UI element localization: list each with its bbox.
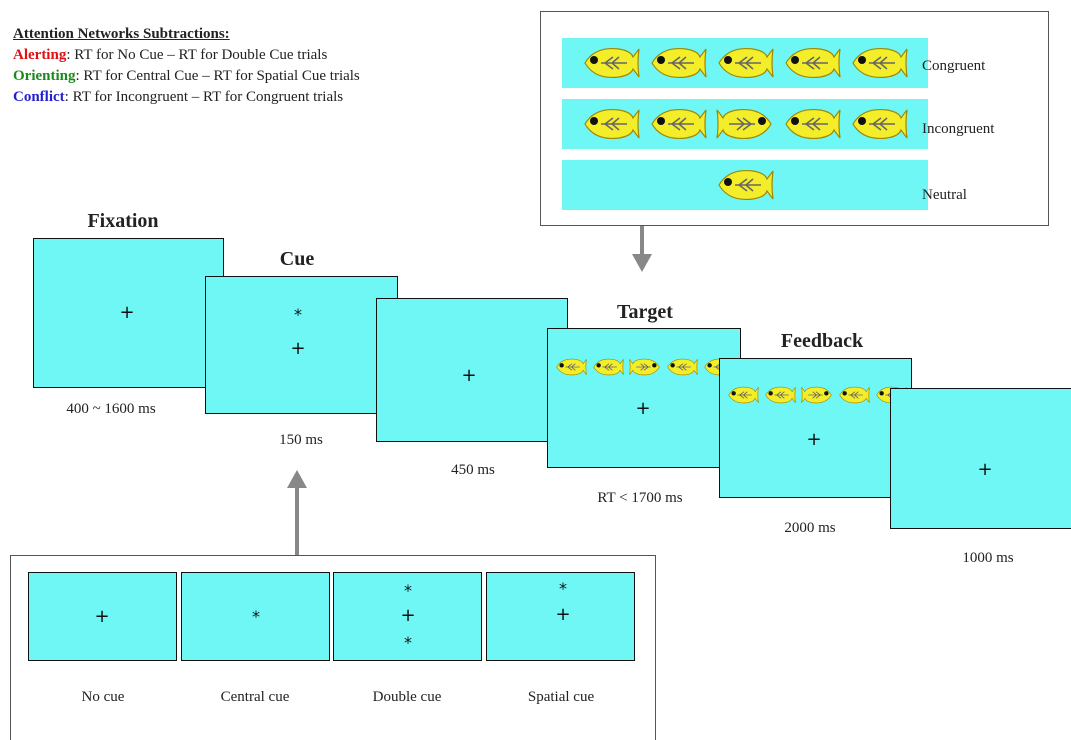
target-screen: + xyxy=(547,328,741,468)
final-screen: + xyxy=(890,388,1071,529)
feedback-title: Feedback xyxy=(780,330,864,352)
interval-cross: + xyxy=(461,365,477,386)
conflict-keyword: Conflict xyxy=(13,89,65,105)
double-cue-cross: + xyxy=(400,605,416,626)
feedback-fish-2 xyxy=(765,386,796,404)
spatial-cue-cross: + xyxy=(555,604,571,625)
neutral-label: Neutral xyxy=(922,187,967,203)
incongruent-fish-3 xyxy=(716,108,772,140)
double-cue-top-asterisk: * xyxy=(404,581,412,600)
central-cue-asterisk: * xyxy=(252,607,260,626)
legend-heading: Attention Networks Subtractions: xyxy=(13,26,230,42)
legend-line-orienting: Orienting: RT for Central Cue – RT for S… xyxy=(13,66,360,87)
target-fish-4 xyxy=(667,358,698,376)
target-cross: + xyxy=(635,398,651,419)
cue-duration: 150 ms xyxy=(279,432,323,448)
congruent-fish-1 xyxy=(584,47,640,79)
incongruent-fish-2 xyxy=(651,108,707,140)
alerting-keyword: Alerting xyxy=(13,47,67,63)
cue-screen: * + xyxy=(205,276,398,414)
conflict-text: : RT for Incongruent – RT for Congruent … xyxy=(64,89,344,105)
spatial-cue-label: Spatial cue xyxy=(527,689,595,705)
incongruent-fish-5 xyxy=(852,108,908,140)
no-cue-cross: + xyxy=(94,606,110,627)
orienting-keyword: Orienting xyxy=(13,68,76,84)
flanker-panel: Congruent Incongruent Neutral xyxy=(540,11,1049,226)
double-cue-screen: * + * xyxy=(333,572,482,661)
no-cue-screen: + xyxy=(28,572,177,661)
neutral-fish-1 xyxy=(718,169,774,201)
double-cue-label: Double cue xyxy=(372,689,442,705)
feedback-fish-4 xyxy=(839,386,870,404)
feedback-duration: 2000 ms xyxy=(784,520,836,536)
fixation-title: Fixation xyxy=(87,210,159,232)
central-cue-screen: * xyxy=(181,572,330,661)
feedback-screen: + xyxy=(719,358,912,498)
central-cue-label: Central cue xyxy=(220,689,290,705)
fixation-screen: + xyxy=(33,238,224,388)
feedback-cross: + xyxy=(806,429,822,450)
cue-title: Cue xyxy=(279,248,315,270)
double-cue-bottom-asterisk: * xyxy=(404,633,412,652)
congruent-label: Congruent xyxy=(922,58,986,74)
feedback-fish-3 xyxy=(801,386,832,404)
final-cross: + xyxy=(977,459,993,480)
no-cue-label: No cue xyxy=(81,689,125,705)
target-duration: RT < 1700 ms xyxy=(597,490,683,506)
target-title: Target xyxy=(617,301,673,323)
final-duration: 1000 ms xyxy=(962,550,1014,566)
flanker-arrow xyxy=(632,226,652,272)
interval-screen: + xyxy=(376,298,568,442)
interval-duration: 450 ms xyxy=(451,462,495,478)
incongruent-fish-4 xyxy=(785,108,841,140)
cue-types-panel: + * * + * * + No cue Central cue Double … xyxy=(10,555,656,740)
orienting-text: : RT for Central Cue – RT for Spatial Cu… xyxy=(75,68,360,84)
target-fish-3 xyxy=(629,358,660,376)
congruent-fish-2 xyxy=(651,47,707,79)
fixation-duration: 400 ~ 1600 ms xyxy=(66,401,156,417)
cue-asterisk: * xyxy=(294,305,302,324)
target-fish-1 xyxy=(556,358,587,376)
cue-cross: + xyxy=(290,338,306,359)
spatial-cue-asterisk: * xyxy=(559,579,567,598)
congruent-fish-4 xyxy=(785,47,841,79)
congruent-fish-5 xyxy=(852,47,908,79)
congruent-fish-3 xyxy=(718,47,774,79)
fixation-cross: + xyxy=(119,302,135,323)
alerting-text: : RT for No Cue – RT for Double Cue tria… xyxy=(66,47,328,63)
subtraction-legend: Attention Networks Subtractions: Alertin… xyxy=(13,24,360,108)
legend-line-alerting: Alerting: RT for No Cue – RT for Double … xyxy=(13,45,360,66)
cue-arrow xyxy=(287,470,307,558)
legend-line-conflict: Conflict: RT for Incongruent – RT for Co… xyxy=(13,87,360,108)
spatial-cue-screen: * + xyxy=(486,572,635,661)
incongruent-label: Incongruent xyxy=(922,121,995,137)
target-fish-2 xyxy=(593,358,624,376)
incongruent-fish-1 xyxy=(584,108,640,140)
feedback-fish-1 xyxy=(728,386,759,404)
